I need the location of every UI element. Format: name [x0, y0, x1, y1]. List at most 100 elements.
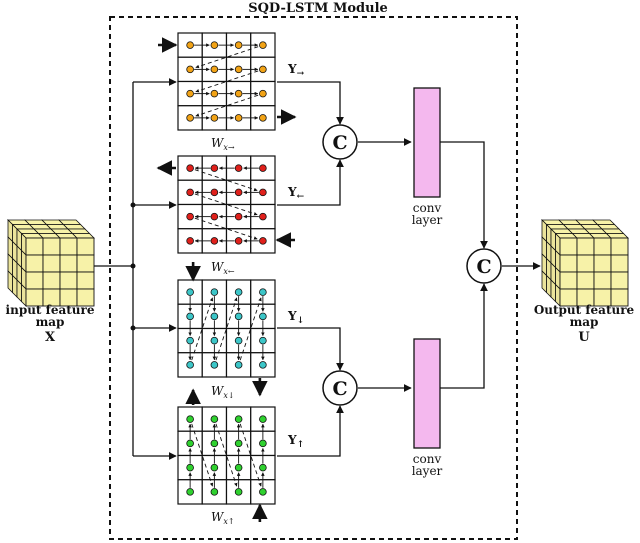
junction-dots [130, 202, 136, 331]
lstm-node [259, 41, 267, 49]
input-connectors [94, 78, 177, 460]
conv-label-line2: layer [412, 464, 443, 478]
lstm-node [259, 65, 267, 74]
lstm-node [210, 488, 219, 496]
lstm-grids [156, 32, 297, 522]
lstm-node [210, 212, 219, 221]
lstm-node [234, 336, 243, 345]
lstm-node [234, 361, 243, 369]
lstm-node [186, 65, 194, 74]
lstm-node [234, 212, 243, 221]
grid-output-connectors [277, 81, 541, 457]
lstm-node [259, 415, 267, 423]
scan-diagonal [191, 297, 214, 361]
conv-label-line2: layer [412, 213, 443, 227]
lstm-node [259, 164, 267, 172]
lstm-node [234, 463, 243, 472]
module-title: SQD-LSTM Module [248, 1, 388, 16]
lstm-node [210, 164, 219, 172]
lstm-node [259, 336, 267, 345]
lstm-node [210, 336, 219, 345]
weight-label-right: Wx→ [211, 136, 235, 152]
lstm-grid-right [158, 32, 297, 131]
concat-circle-icon [466, 248, 502, 284]
svg-text:Wx←: Wx← [211, 260, 235, 276]
concat-symbol: C [476, 256, 491, 278]
output-label-line2: map [570, 315, 599, 329]
lstm-node [210, 288, 219, 296]
y-label-up: Y↑ [287, 433, 304, 450]
lstm-node [234, 188, 243, 197]
input-label-symbol: X [45, 330, 56, 345]
scan-diagonal [194, 169, 258, 192]
lstm-node [186, 312, 194, 321]
lstm-node [210, 188, 219, 197]
conv-layer-block [413, 87, 441, 198]
scan-diagonal [239, 423, 262, 487]
input-cube-icon [7, 219, 95, 307]
svg-text:Wx↑: Wx↑ [211, 510, 235, 526]
lstm-node [210, 65, 219, 74]
lstm-node [210, 41, 219, 49]
lstm-node [210, 439, 219, 448]
svg-text:Y→: Y→ [287, 62, 305, 79]
lstm-node [259, 212, 267, 221]
scan-diagonal [194, 193, 258, 216]
concat-top: C [322, 124, 358, 160]
lstm-node [186, 89, 194, 98]
lstm-node [259, 361, 267, 369]
svg-text:Y←: Y← [287, 185, 305, 202]
y-label-down: Y↓ [287, 309, 304, 326]
lstm-node [234, 114, 243, 122]
output-cube-icon [541, 219, 629, 307]
lstm-node [186, 361, 194, 369]
lstm-node [186, 336, 194, 345]
lstm-node [186, 114, 194, 122]
scan-diagonal [195, 94, 259, 117]
scan-diagonal [191, 423, 214, 487]
svg-text:Wx↓: Wx↓ [211, 384, 235, 400]
concat-symbol: C [332, 378, 347, 400]
lstm-node [259, 237, 267, 245]
scan-diagonal [215, 423, 238, 487]
lstm-grid-down [177, 262, 276, 397]
output-label-symbol: U [578, 330, 590, 345]
lstm-node [234, 312, 243, 321]
lstm-node [234, 415, 243, 423]
lstm-node [234, 41, 243, 49]
lstm-node [259, 463, 267, 472]
lstm-node [186, 415, 194, 423]
scan-diagonal [239, 297, 262, 361]
lstm-node [234, 439, 243, 448]
lstm-node [234, 164, 243, 172]
lstm-node [186, 164, 194, 172]
svg-text:Wx→: Wx→ [211, 136, 235, 152]
lstm-node [186, 212, 194, 221]
lstm-node [259, 114, 267, 122]
svg-text:Y↓: Y↓ [287, 309, 304, 326]
lstm-grid-up [177, 388, 276, 522]
lstm-node [186, 188, 194, 197]
concat-circle-icon [322, 124, 358, 160]
lstm-node [210, 463, 219, 472]
concat-circle-icon [322, 370, 358, 406]
conv-label-line1: conv [413, 452, 442, 466]
lstm-node [210, 89, 219, 98]
lstm-node [210, 361, 219, 369]
lstm-node [234, 488, 243, 496]
output-label-line1: Output feature [534, 303, 635, 317]
lstm-node [186, 439, 194, 448]
lstm-node [259, 439, 267, 448]
lstm-node [234, 288, 243, 296]
conv-layer-top: conv layer [412, 87, 443, 227]
scan-diagonal [194, 217, 258, 240]
weight-label-up: Wx↑ [211, 510, 235, 526]
lstm-node [234, 65, 243, 74]
lstm-node [259, 288, 267, 296]
lstm-node [186, 41, 194, 49]
weight-label-down: Wx↓ [211, 384, 235, 400]
lstm-node [186, 237, 194, 245]
lstm-node [259, 89, 267, 98]
lstm-node [234, 237, 243, 245]
